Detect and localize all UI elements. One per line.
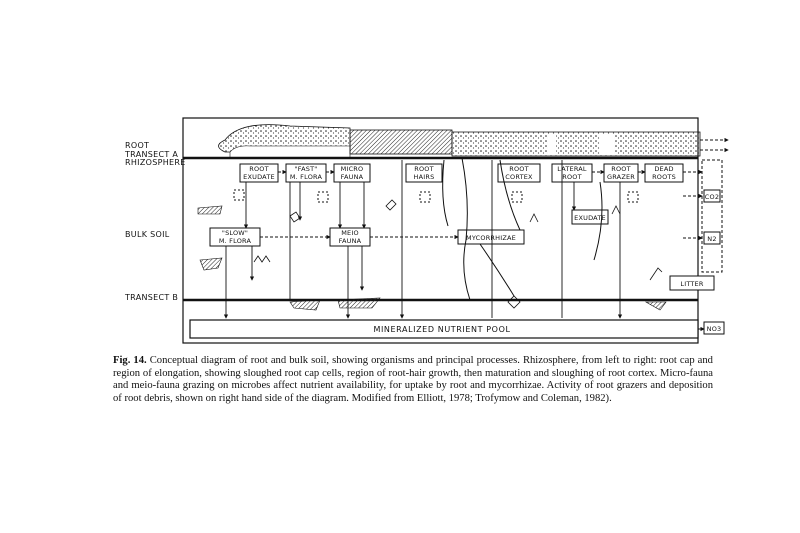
box-meio-fauna: MEIO FAUNA [329, 227, 371, 247]
box-dead-roots: DEAD ROOTS [644, 163, 684, 183]
label-transect-a: TRANSECT A [125, 150, 179, 159]
box-root-grazer: ROOT GRAZER [603, 163, 639, 183]
svg-text:HAIRS: HAIRS [414, 173, 435, 181]
root-body [218, 124, 701, 159]
label-transect-b: TRANSECT B [125, 293, 179, 302]
svg-text:FAUNA: FAUNA [341, 173, 364, 181]
svg-text:M. FLORA: M. FLORA [219, 237, 252, 245]
svg-text:LITTER: LITTER [680, 280, 703, 288]
hyphae [442, 157, 603, 301]
label-rhizosphere: RHIZOSPHERE [125, 158, 186, 167]
svg-text:CO2: CO2 [705, 193, 719, 201]
box-no3: NO3 [703, 321, 725, 335]
svg-text:LATERAL: LATERAL [557, 165, 587, 173]
svg-text:DEAD: DEAD [654, 165, 673, 173]
svg-text:N2: N2 [707, 235, 716, 243]
caption-label: Fig. 14. [113, 355, 147, 366]
svg-text:EXUDATE: EXUDATE [574, 214, 606, 222]
label-root: ROOT [125, 141, 150, 150]
svg-text:ROOT: ROOT [249, 165, 269, 173]
box-root-cortex: ROOT CORTEX [497, 163, 541, 183]
caption-text: Conceptual diagram of root and bulk soil… [113, 355, 713, 404]
svg-text:M. FLORA: M. FLORA [290, 173, 323, 181]
svg-text:EXUDATE: EXUDATE [243, 173, 275, 181]
figure-caption: Fig. 14. Conceptual diagram of root and … [113, 355, 713, 405]
small-dashed-boxes [233, 189, 639, 203]
box-fast-mflora: "FAST" M. FLORA [285, 163, 327, 183]
box-root-hairs: ROOT HAIRS [405, 163, 443, 183]
box-micro-fauna: MICRO FAUNA [333, 163, 371, 183]
svg-text:FAUNA: FAUNA [339, 237, 362, 245]
box-litter: LITTER [669, 275, 715, 291]
box-co2: CO2 [703, 189, 721, 203]
svg-text:ROOTS: ROOTS [652, 173, 676, 181]
outer-frame [182, 117, 699, 344]
svg-text:GRAZER: GRAZER [607, 173, 635, 181]
vertical-connectors [223, 160, 623, 319]
box-mineralized-pool: MINERALIZED NUTRIENT POOL [189, 319, 699, 339]
box-root-exudate: ROOT EXUDATE [239, 163, 279, 183]
svg-text:"FAST": "FAST" [295, 165, 318, 173]
svg-text:MEIO: MEIO [341, 229, 359, 237]
svg-text:ROOT: ROOT [562, 173, 582, 181]
svg-text:ROOT: ROOT [414, 165, 434, 173]
svg-text:ROOT: ROOT [509, 165, 529, 173]
box-lateral-root: LATERAL ROOT [551, 163, 593, 183]
organism-marks [253, 199, 663, 309]
svg-text:MINERALIZED NUTRIENT POOL: MINERALIZED NUTRIENT POOL [373, 325, 510, 334]
svg-text:ROOT: ROOT [611, 165, 631, 173]
svg-text:"SLOW": "SLOW" [222, 229, 248, 237]
svg-text:CORTEX: CORTEX [505, 173, 533, 181]
box-slow-mflora: "SLOW" M. FLORA [209, 227, 261, 247]
label-bulk-soil: BULK SOIL [125, 230, 170, 239]
box-mycorrhizae: MYCORRHIZAE [457, 229, 525, 245]
box-exudate: EXUDATE [571, 209, 609, 225]
svg-text:MYCORRHIZAE: MYCORRHIZAE [466, 234, 516, 242]
gas-column [701, 159, 723, 273]
soil-particles [197, 205, 667, 311]
box-n2: N2 [703, 231, 721, 245]
svg-text:NO3: NO3 [707, 325, 722, 333]
horizontal-flows [260, 137, 729, 332]
svg-text:MICRO: MICRO [341, 165, 364, 173]
